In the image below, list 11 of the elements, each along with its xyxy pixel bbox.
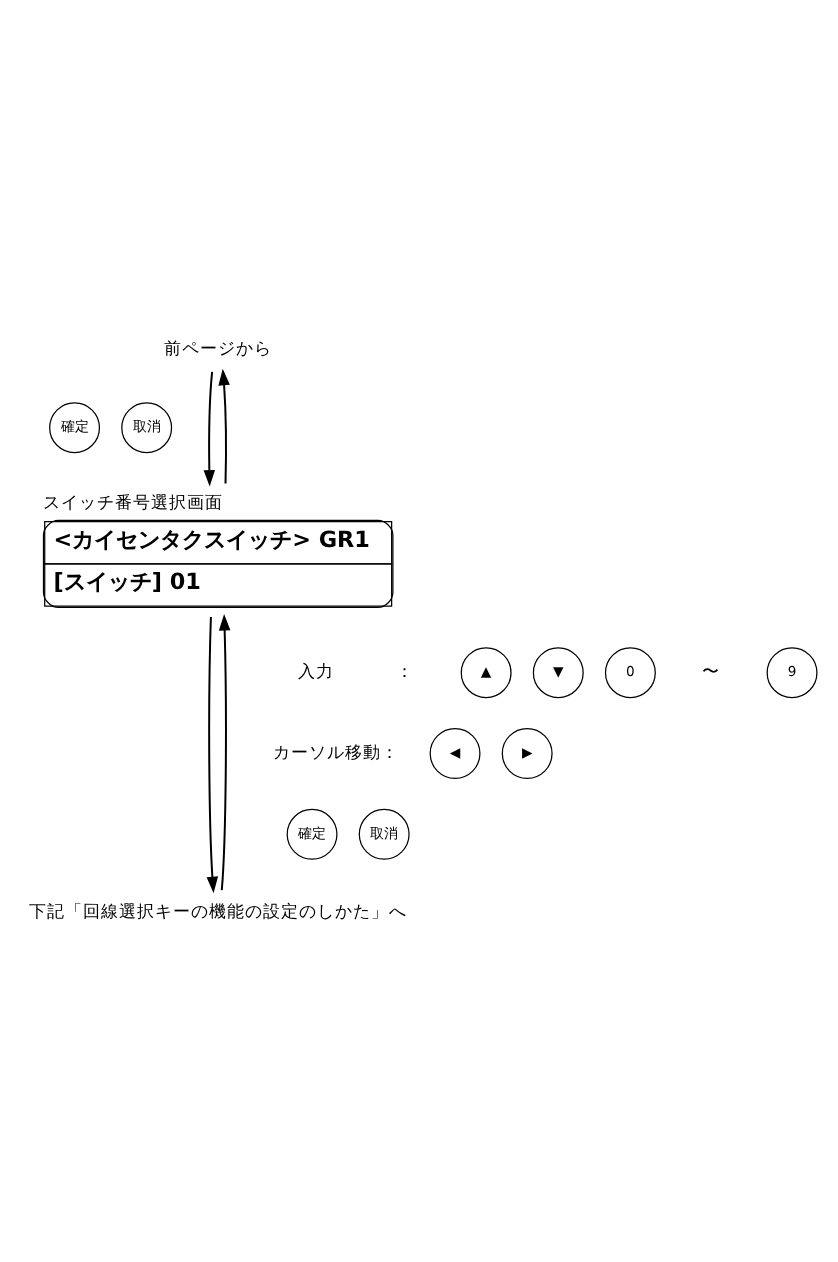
node-text: 前ページから <box>163 339 272 360</box>
arrow <box>203 370 216 487</box>
label: 入力 <box>297 663 334 684</box>
label: ： <box>396 663 415 684</box>
arrow <box>206 616 219 894</box>
node-text: 下記「回線選択キーの機能の設定のしかた」へ <box>28 903 407 924</box>
arrow <box>218 368 230 485</box>
node-label: スイッチ番号選択画面 <box>43 494 224 515</box>
arrow <box>218 614 231 892</box>
label: 〜 <box>702 663 721 684</box>
label: カーソル移動： <box>272 744 399 765</box>
